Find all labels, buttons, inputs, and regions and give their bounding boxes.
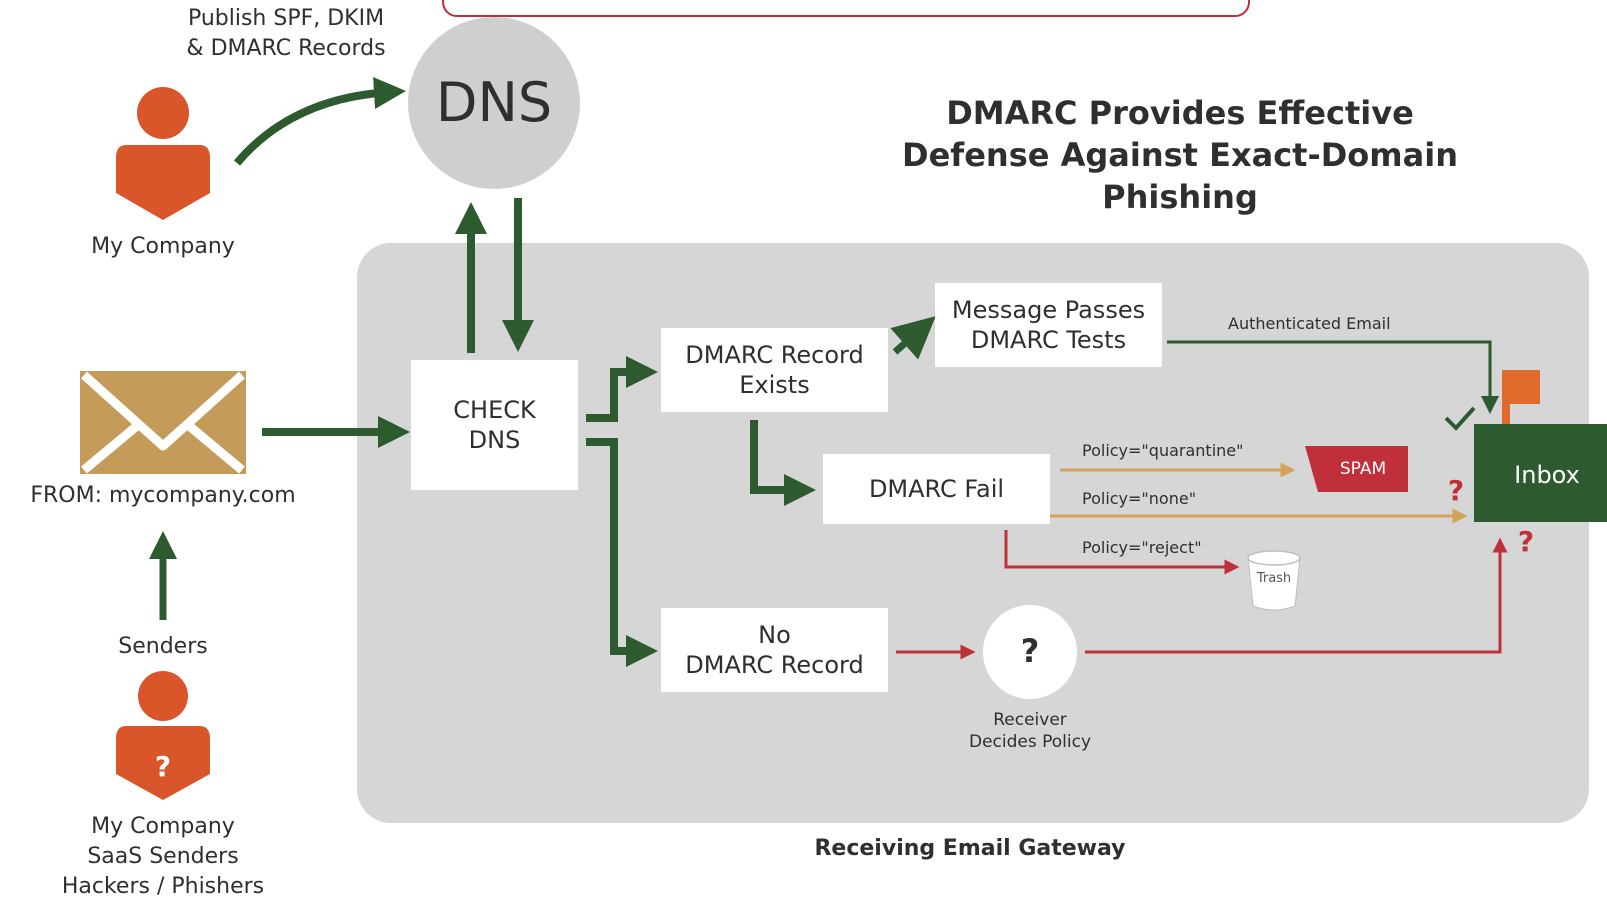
dns-circle [408, 17, 580, 189]
dmarc-record-exists-box: DMARC Record Exists [661, 328, 888, 412]
my-company-person-icon [116, 87, 210, 220]
trash-icon [1247, 550, 1301, 611]
envelope-icon [80, 371, 246, 474]
receiver-question-circle [983, 605, 1077, 699]
gateway-label: Receiving Email Gateway [814, 836, 1126, 861]
policy-reject-label: Policy="reject" [1082, 538, 1202, 557]
senders-list: My Company SaaS Senders Hackers / Phishe… [61, 814, 265, 899]
no-dmarc-record-box: No DMARC Record [661, 608, 888, 692]
exists-to-passes-arrow [890, 316, 936, 360]
policy-none-label: Policy="none" [1082, 489, 1197, 508]
check-to-norecord-arrow [586, 438, 658, 667]
receiver-decides-label: Receiver Decides Policy [968, 710, 1092, 752]
check-mark-icon [1444, 406, 1476, 431]
spam-label: SPAM [1339, 459, 1387, 479]
senders-label: Senders [118, 634, 208, 659]
authenticated-email-label: Authenticated Email [1228, 314, 1391, 333]
my-company-label: My Company [91, 234, 235, 259]
reject-line [1004, 530, 1240, 575]
spam-banner [1305, 446, 1408, 492]
dmarc-fail-box: DMARC Fail [823, 454, 1050, 524]
publish-records-note: Publish SPF, DKIM & DMARC Records [186, 6, 386, 61]
trash-label: Trash [1256, 571, 1292, 586]
publish-arrow [233, 77, 406, 166]
check-to-exists-arrow [586, 356, 658, 422]
top-red-outline [442, 0, 1250, 17]
question-mark-near-inbox: ? [1517, 525, 1535, 558]
message-passes-box: Message Passes DMARC Tests [935, 283, 1162, 367]
dns-label: DNS [435, 71, 553, 134]
svg-text:?: ? [155, 750, 171, 783]
senders-person-icon: ? [116, 671, 210, 800]
from-address-label: FROM: mycompany.com [30, 483, 296, 508]
inbox-label: Inbox [1514, 461, 1580, 489]
receiver-question-mark: ? [1020, 632, 1040, 670]
question-mark-near-none: ? [1447, 474, 1465, 507]
exists-to-fail-arrow [750, 420, 816, 506]
mailbox-icon [1474, 370, 1607, 522]
policy-quarantine-label: Policy="quarantine" [1082, 441, 1244, 460]
receiver-to-inbox-line [1085, 537, 1508, 654]
authenticated-email-line [1167, 340, 1499, 414]
page-title: DMARC Provides Effective Defense Against… [902, 94, 1458, 216]
check-dns-box: CHECK DNS [411, 360, 578, 490]
